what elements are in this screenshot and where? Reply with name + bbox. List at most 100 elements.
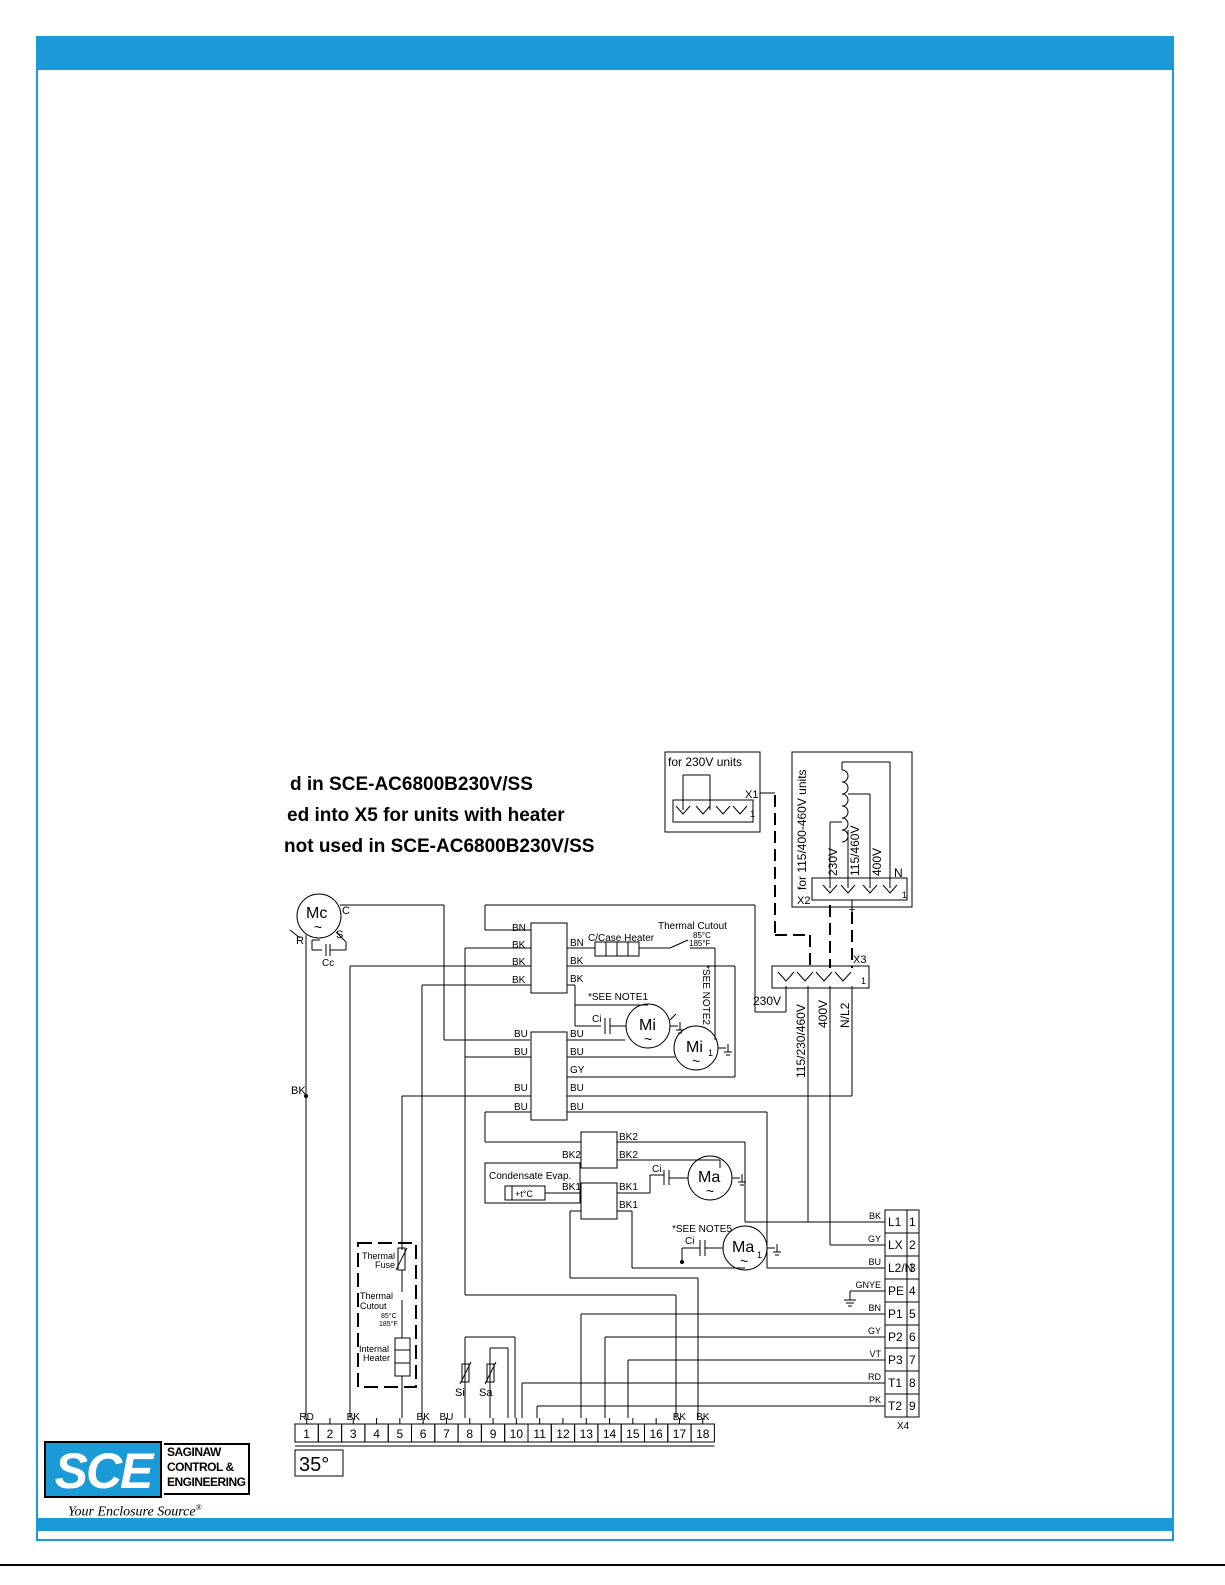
x4-label: X4 [897,1421,910,1432]
relay1-left-3: BK [512,975,526,986]
strip-number: 17 [673,1427,687,1441]
relay4-right-0: BK1 [619,1182,638,1193]
relay3-left: BK2 [562,1150,581,1161]
condensate-evaporator: Condensate Evap. +t°C BK1 [484,1162,581,1204]
relay2-right-1: BU [570,1047,584,1058]
strip-number: 16 [649,1427,663,1441]
x4-wire-label: PK [869,1395,881,1405]
footer-bar [36,1518,1174,1531]
x3-terminal: X3 1 230V 115/230/460V 400V N/L2 [753,954,870,1245]
mi-label: Mi [639,1017,656,1034]
ma-cap: Ci [652,1164,661,1175]
relay2-right-0: BU [570,1029,584,1040]
strip-number: 1 [303,1427,310,1441]
see-note2: *SEE NOTE2 [700,965,711,1025]
x1-title: for 230V units [668,755,742,769]
mc-s: S [336,929,343,941]
internal-heater-box: Thermal Fuse Thermal Cutout 85°C 185°F I… [357,1242,417,1418]
mc-tilde: ~ [314,919,322,935]
x4-term-label: T1 [888,1376,902,1390]
relay1-left-2: BK [512,957,526,968]
x4-term-label: PE [888,1284,904,1298]
dashed-links [774,795,853,968]
x3-wire-n-l2: N/L2 [838,1002,852,1028]
x4-num-label: 5 [909,1307,916,1321]
thermal-cutout-c: 85°C [693,931,711,940]
x4-wire-label: RD [868,1372,881,1382]
x4-term-label: L1 [888,1215,902,1229]
x3-wire-230v: 230V [753,994,781,1008]
strip-number: 11 [533,1427,546,1441]
relay3-right-1: BK2 [619,1150,638,1161]
mi-cap: Ci [592,1014,601,1025]
x4-term-label: LX [888,1238,903,1252]
relay-2: BU BU BU BU BU BU GY BU BU [401,1029,885,1269]
header-bar [36,36,1174,70]
logo-tagline-text: Your Enclosure Source [68,1504,196,1520]
thermal-cutout-label: Thermal Cutout [658,921,727,932]
thermal-cutout-f: 185°F [689,939,711,948]
relay-1: BN BK BK BK BN BK BK [349,904,756,1418]
motor-mi: *SEE NOTE1 Ci Mi ~ [574,992,684,1049]
strip-wire-label: BU [439,1412,453,1423]
x4-num-label: 9 [909,1399,916,1413]
x4-term-label: P1 [888,1307,903,1321]
relay1-right-2: BK [570,974,584,985]
x4-num-label: 7 [909,1353,916,1367]
motor-ma: Ci Ma ~ [652,1155,746,1201]
x4-term-label: L2/N [888,1261,913,1275]
x4-term-label: P2 [888,1330,903,1344]
x1-label: X1 [745,789,758,801]
strip-wire-label: RD [299,1412,313,1423]
strip-number: 7 [443,1427,450,1441]
thermal-cutout-line2: Cutout [360,1301,387,1311]
logo-name-line3: ENGINEERING [167,1475,246,1489]
relay2-right-3: BU [570,1083,584,1094]
x1-pin: 1 [750,809,755,819]
relay1-right-0: BN [570,938,584,949]
ma-tilde: ~ [706,1183,714,1199]
x4-wire-label: BN [868,1303,881,1313]
thermal-fuse-line1: Thermal [362,1251,395,1261]
x2-title: for 115/400-460V units [795,769,809,890]
relay-3: BK2 BK2 BK2 [562,1131,885,1223]
strip-number: 15 [626,1427,640,1441]
x4-num-label: 8 [909,1376,916,1390]
sensor-sa: Sa [479,1387,493,1399]
x4-wire-label: BU [868,1257,881,1267]
mc-c: C [342,905,350,917]
motor-ma1: *SEE NOTE5 Ci Ma 1 ~ [672,1224,781,1271]
x4-wire-label: VT [869,1349,881,1359]
relay2-right-2: GY [570,1065,585,1076]
x1-box: for 230V units X1 1 [664,751,775,833]
x3-label: X3 [853,954,866,966]
x4-wire-label: GY [868,1326,881,1336]
mc-label: Mc [306,905,327,922]
strip-number: 3 [350,1427,357,1441]
x2-tap-230v: 230V [826,848,840,876]
heater-cutout-c: 85°C [381,1312,397,1320]
logo-registered-mark: ® [195,1503,202,1512]
mi1-sub: 1 [708,1048,713,1058]
condensate-in: BK1 [562,1182,581,1193]
motor-mc: Mc ~ C R S Cc BK [289,893,530,1418]
strip-number: 14 [603,1427,617,1441]
heater-cutout-f: 185°F [379,1320,398,1328]
internal-heater-line1: Internal [359,1344,389,1354]
thermal-cutout-line1: Thermal [360,1291,393,1301]
mc-wire-bk: BK [291,1085,306,1097]
case-heater: C/Case Heater Thermal Cutout 85°C 185°F … [588,921,727,1040]
x3-wire-115-230-460v: 115/230/460V [794,1004,808,1078]
mc-cap: Cc [322,958,334,969]
relay1-right-1: BK [570,956,584,967]
x2-tap-400v: 400V [870,848,884,876]
ma1-tilde: ~ [740,1253,748,1269]
strip-number: 12 [556,1427,570,1441]
ma1-cap: Ci [685,1236,694,1247]
ma1-sub: 1 [757,1250,762,1260]
bottom-rule [0,1564,1225,1566]
condensate-label: Condensate Evap. [489,1171,571,1182]
x2-label: X2 [797,895,810,907]
